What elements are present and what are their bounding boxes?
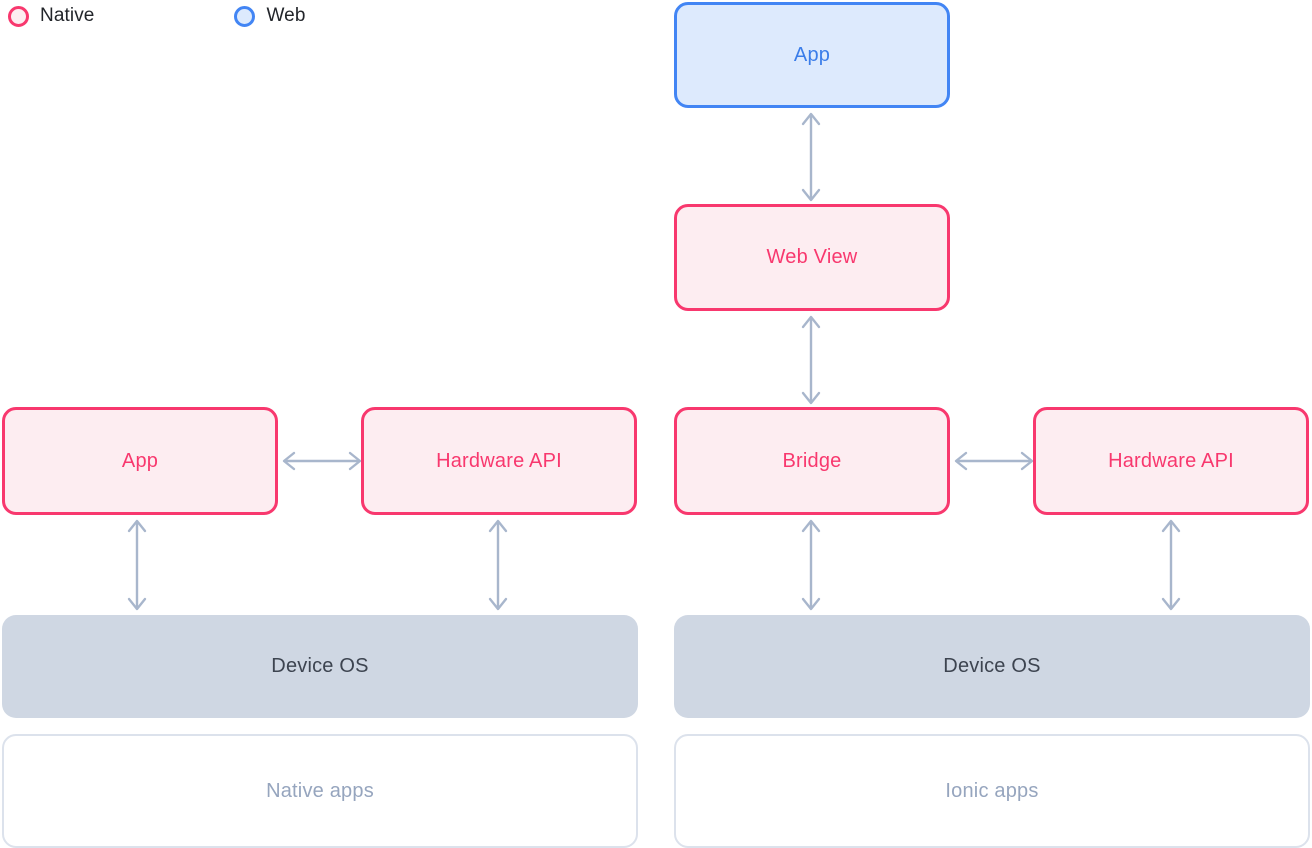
node-label: Bridge xyxy=(782,449,842,472)
legend-item-native: Native xyxy=(8,0,94,32)
group-native-apps: Native apps xyxy=(2,734,638,848)
arrow-bridge-to-hardware-api xyxy=(952,445,1036,477)
node-label: Hardware API xyxy=(436,449,562,472)
arrow-app-to-web-view xyxy=(795,110,827,204)
group-caption: Native apps xyxy=(266,779,374,802)
node-label: Hardware API xyxy=(1108,449,1234,472)
node-label: Device OS xyxy=(271,655,369,677)
arrow-native-hardware-api-to-device-os xyxy=(482,517,514,613)
node-label: App xyxy=(793,43,831,66)
circle-outline-icon xyxy=(234,5,256,27)
group-ionic-apps: Ionic apps xyxy=(674,734,1310,848)
legend-item-web: Web xyxy=(234,0,305,32)
arrow-bridge-to-device-os xyxy=(795,517,827,613)
node-ionic-app[interactable]: App xyxy=(674,2,950,108)
arrow-native-app-to-device-os xyxy=(121,517,153,613)
node-ionic-web-view[interactable]: Web View xyxy=(674,204,950,311)
node-native-device-os: Device OS xyxy=(2,615,638,718)
arrow-native-app-to-hardware-api xyxy=(280,445,364,477)
arrow-ionic-hardware-api-to-device-os xyxy=(1155,517,1187,613)
node-ionic-hardware-api[interactable]: Hardware API xyxy=(1033,407,1309,515)
node-label: App xyxy=(121,449,159,472)
node-label: Web View xyxy=(766,246,858,268)
node-ionic-bridge[interactable]: Bridge xyxy=(674,407,950,515)
circle-outline-icon xyxy=(8,5,29,27)
node-label: Device OS xyxy=(943,655,1041,677)
node-native-app[interactable]: App xyxy=(2,407,278,515)
legend-label-web: Web xyxy=(266,5,306,26)
node-native-hardware-api[interactable]: Hardware API xyxy=(361,407,637,515)
legend-label-native: Native xyxy=(40,5,95,26)
group-caption: Ionic apps xyxy=(945,779,1039,802)
legend: Native Web xyxy=(0,0,306,32)
arrow-web-view-to-bridge xyxy=(795,313,827,407)
node-ionic-device-os: Device OS xyxy=(674,615,1310,718)
